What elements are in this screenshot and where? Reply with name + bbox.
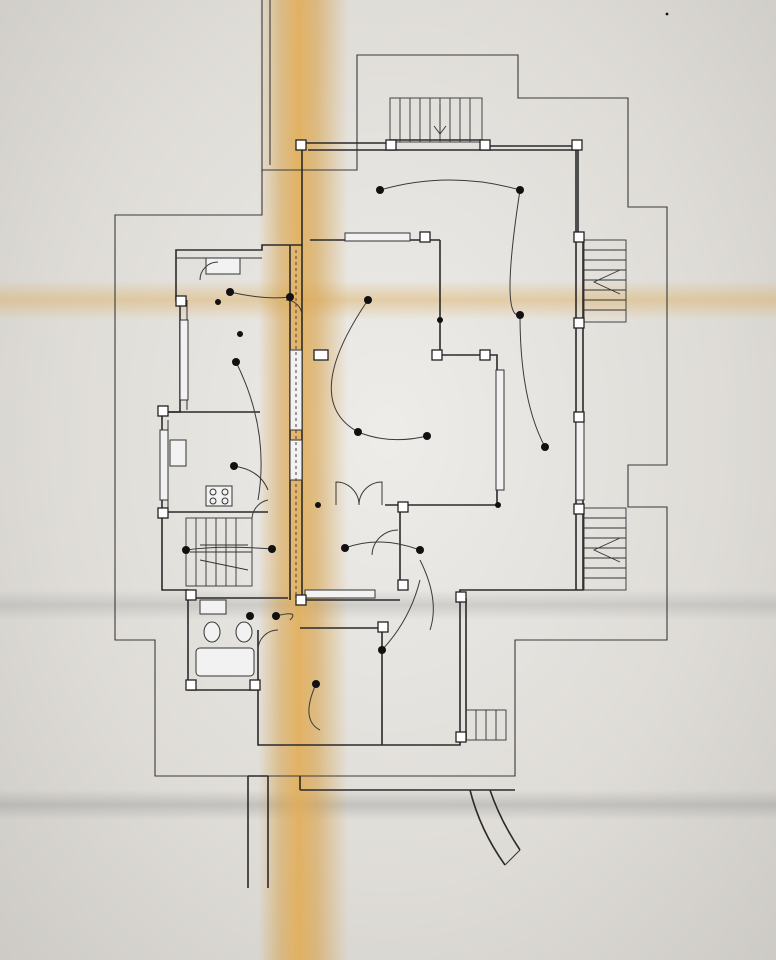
paper-fold-horizontal-middle — [0, 590, 776, 620]
door-swings — [199, 261, 399, 651]
north-wall-spur — [261, 0, 271, 172]
west-kitchen-walls — [161, 249, 262, 510]
structural-columns — [157, 139, 585, 743]
east-lower-stair — [583, 507, 627, 591]
windows — [159, 232, 585, 599]
south-east-stair — [465, 709, 507, 741]
paper-fold-horizontal-upper — [0, 280, 776, 320]
light-points — [182, 186, 549, 688]
south-extension-walls — [247, 775, 515, 888]
bathroom-fixtures — [195, 599, 255, 677]
east-upper-stair — [583, 239, 627, 323]
sheet-mark — [665, 12, 669, 16]
north-stair — [389, 97, 483, 143]
site-outline — [114, 54, 668, 777]
paper-fold-vertical — [258, 0, 348, 960]
paper-fold-horizontal-lower — [0, 790, 776, 820]
interior-stairwell — [185, 517, 253, 587]
south-east-curved-ramp — [469, 789, 521, 866]
